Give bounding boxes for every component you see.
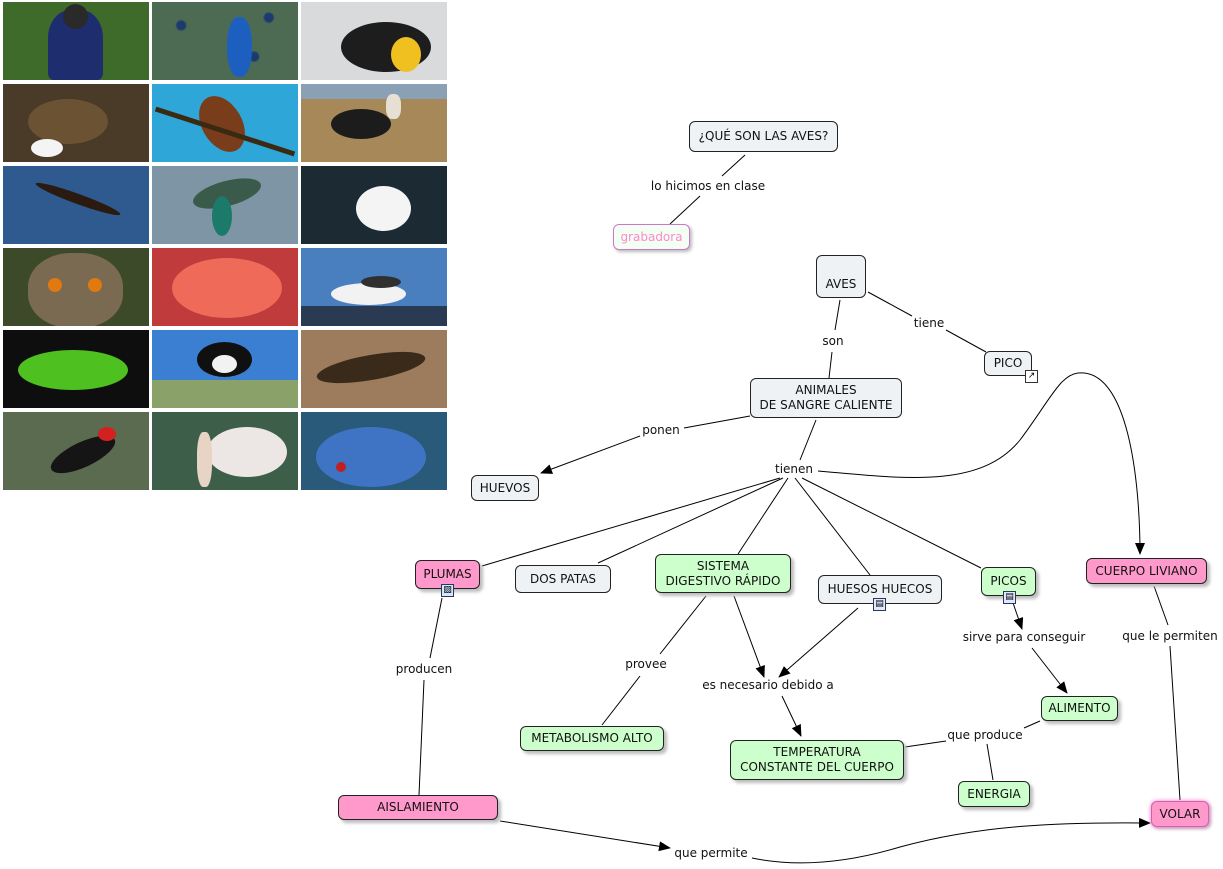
owl-photo xyxy=(3,248,149,326)
link-arrow xyxy=(499,820,671,852)
concept-aislamiento[interactable]: AISLAMIENTO xyxy=(338,795,498,820)
link-arrow xyxy=(733,595,765,678)
concept-animales[interactable]: ANIMALES DE SANGRE CALIENTE xyxy=(750,378,902,418)
link-line xyxy=(986,743,994,781)
link-line xyxy=(418,679,425,796)
pelican-photo xyxy=(152,412,298,490)
woodpecker-photo xyxy=(3,412,149,490)
concept-huevos[interactable]: HUEVOS xyxy=(471,475,539,501)
link-arrow xyxy=(1011,599,1024,630)
link-line xyxy=(683,415,751,429)
link-arrow xyxy=(751,817,1151,864)
link-line xyxy=(601,675,641,726)
link-label-que-produce: que produce xyxy=(946,728,1024,742)
document-attachment-icon[interactable]: ▤ xyxy=(1003,591,1016,604)
link-arrow xyxy=(540,435,641,474)
link-line xyxy=(481,477,781,567)
link-shortcut-icon[interactable]: ↗ xyxy=(1025,370,1038,383)
concept-alimento[interactable]: ALIMENTO xyxy=(1041,696,1118,721)
link-line xyxy=(721,154,746,177)
link-line xyxy=(945,329,987,353)
parrot-photo xyxy=(3,330,149,408)
flamingo-photo xyxy=(152,248,298,326)
link-label-necesario: es necesario debido a xyxy=(701,678,835,692)
link-line xyxy=(429,597,443,659)
concept-pico[interactable]: PICO xyxy=(984,351,1032,376)
link-line xyxy=(597,477,784,564)
link-line xyxy=(794,477,871,576)
link-label-provee: provee xyxy=(624,657,668,671)
link-arrow xyxy=(781,695,802,737)
link-line xyxy=(828,351,833,379)
link-label-sirve: sirve para conseguir xyxy=(961,630,1087,644)
link-line xyxy=(1023,720,1041,729)
link-label-tienen: tienen xyxy=(773,462,815,476)
cassowary-photo xyxy=(3,2,149,80)
image-attachment-icon[interactable]: ▨ xyxy=(441,584,454,597)
link-line xyxy=(1153,585,1169,626)
link-arrow xyxy=(778,607,859,678)
document-attachment-icon[interactable]: ▤ xyxy=(873,598,886,611)
link-label-producen: producen xyxy=(394,662,454,676)
seagull-photo xyxy=(301,248,447,326)
link-line xyxy=(659,595,707,655)
link-line xyxy=(867,291,913,317)
concept-temperatura[interactable]: TEMPERATURA CONSTANTE DEL CUERPO xyxy=(730,740,904,780)
ostrich-photo xyxy=(301,84,447,162)
link-arrow xyxy=(817,372,1145,555)
concept-grabadora[interactable]: grabadora xyxy=(613,224,690,250)
link-line xyxy=(1169,645,1181,801)
concept-energia[interactable]: ENERGIA xyxy=(958,781,1030,807)
swan-photo xyxy=(301,166,447,244)
link-line xyxy=(799,419,817,461)
link-line xyxy=(834,299,841,331)
link-line xyxy=(801,477,982,569)
kiwi-photo xyxy=(3,84,149,162)
concept-picos[interactable]: PICOS xyxy=(981,567,1036,596)
link-label-hicimos: lo hicimos en clase xyxy=(649,179,767,193)
concept-aves[interactable]: AVES xyxy=(816,255,866,298)
concept-cuerpo-liviano[interactable]: CUERPO LIVIANO xyxy=(1086,558,1207,584)
concept-volar[interactable]: VOLAR xyxy=(1151,801,1209,827)
link-arrow xyxy=(1031,647,1068,694)
penguin-photo xyxy=(301,2,447,80)
magpie-photo xyxy=(152,330,298,408)
concept-metabolismo[interactable]: METABOLISMO ALTO xyxy=(520,726,664,751)
roadrunner-photo xyxy=(301,330,447,408)
bee-eater-photo xyxy=(152,84,298,162)
bird-photo-collage xyxy=(3,2,447,490)
concept-que-son-las-aves[interactable]: ¿QUÉ SON LAS AVES? xyxy=(689,121,838,152)
link-label-tiene: tiene xyxy=(912,316,946,330)
link-line xyxy=(669,195,701,225)
peacock-photo xyxy=(152,2,298,80)
link-label-que-permite: que permite xyxy=(673,846,749,860)
link-line xyxy=(904,740,947,748)
hummingbird-photo xyxy=(152,166,298,244)
concept-sistema[interactable]: SISTEMA DIGESTIVO RÁPIDO xyxy=(655,554,791,593)
link-label-que-le-permiten: que le permiten xyxy=(1121,629,1219,643)
concept-aves-label: AVES xyxy=(825,277,857,291)
crowned-pigeon-photo xyxy=(301,412,447,490)
link-label-son: son xyxy=(821,334,845,348)
link-line xyxy=(737,477,789,555)
link-label-ponen: ponen xyxy=(641,423,681,437)
eagle-photo xyxy=(3,166,149,244)
concept-dos-patas[interactable]: DOS PATAS xyxy=(515,565,611,593)
